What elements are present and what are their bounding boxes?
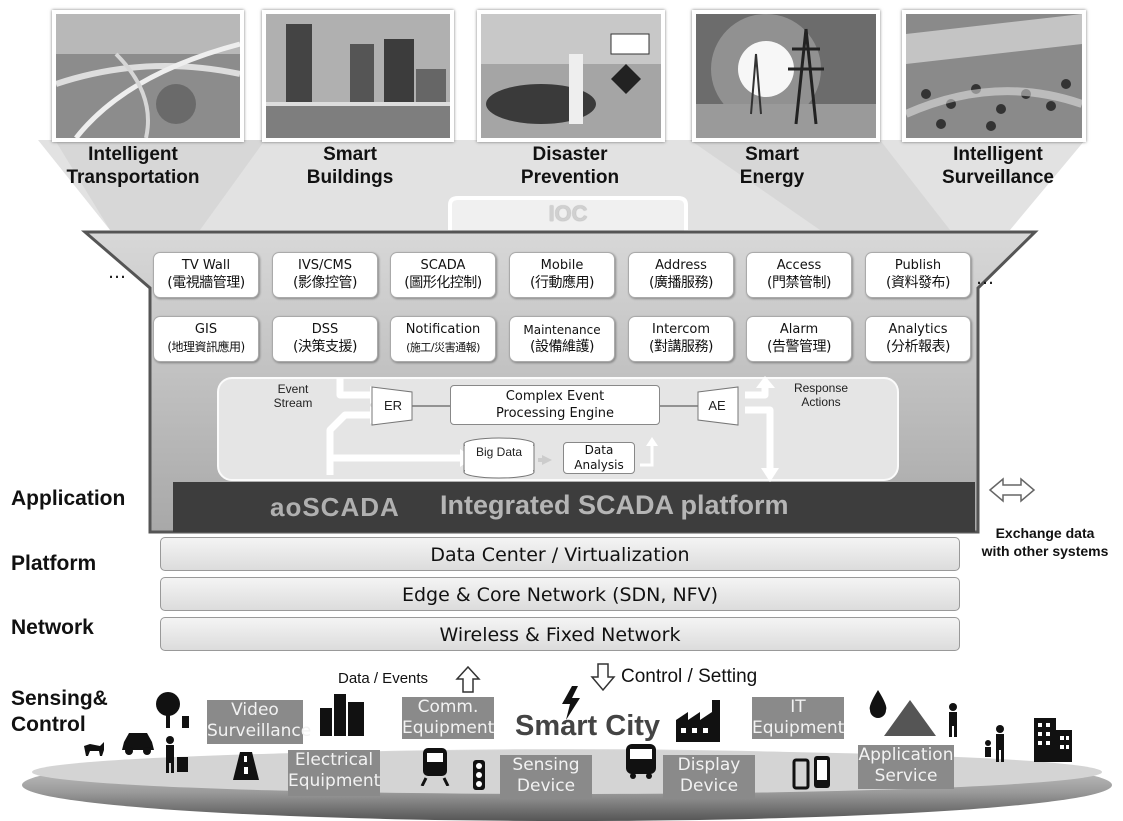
smart-city-label: Smart City: [515, 710, 661, 742]
up-arrow-shape: [455, 665, 481, 693]
traffic-light-icon: [473, 760, 485, 790]
tag-it-equipment: IT Equipment: [752, 697, 845, 739]
tag-application-service: Application Service: [858, 745, 954, 789]
photo-disaster: [477, 10, 665, 142]
response-actions-label: Response Actions: [793, 381, 849, 409]
module-gis[interactable]: GIS(地理資訊應用): [153, 316, 259, 362]
data-analysis-box: Data Analysis: [563, 442, 635, 474]
photo-surveillance: [902, 10, 1086, 142]
ellipsis-right: …: [976, 268, 994, 289]
tag-sensing-device: Sensing Device: [500, 755, 592, 799]
module-alarm[interactable]: Alarm(告警管理): [746, 316, 852, 362]
mountain-icon: [884, 700, 936, 736]
city-skyline-icon: [320, 694, 364, 736]
person-luggage-icon: [166, 736, 188, 773]
data-events-label: Data / Events: [338, 670, 429, 687]
layer-data-center: Data Center / Virtualization: [160, 537, 960, 571]
dog-icon: [84, 742, 104, 756]
module-access[interactable]: Access(門禁管制): [746, 252, 852, 298]
label-application: Application: [11, 487, 126, 510]
bus-icon: [626, 744, 656, 779]
ioc-tab-shape: [448, 196, 688, 232]
person-icon: [949, 703, 957, 737]
buildings-image: [266, 14, 450, 138]
big-data-cylinder: [463, 437, 535, 479]
layer-wireless: Wireless & Fixed Network: [160, 617, 960, 651]
disaster-image: [481, 14, 661, 138]
tag-video-surveillance: Video Surveillance: [207, 700, 311, 744]
module-notification[interactable]: Notification(施工/災害通報): [390, 316, 496, 362]
exchange-arrow-shape: [988, 477, 1036, 503]
control-setting-label: Control / Setting: [621, 666, 758, 687]
factory-icon: [676, 700, 720, 742]
tag-comm-equipment: Comm. Equipment: [402, 697, 495, 739]
aoscada-logo: aoSCADA: [270, 492, 400, 522]
ae-label: AE: [708, 398, 726, 413]
label-platform: Platform: [11, 552, 97, 575]
cep-engine-box: Complex Event Processing Engine: [450, 385, 660, 425]
module-maintenance[interactable]: Maintenance(設備維護): [509, 316, 615, 362]
road-icon: [233, 752, 259, 780]
tag-display-device: Display Device: [663, 755, 755, 799]
label-network: Network: [11, 616, 94, 639]
module-publish[interactable]: Publish(資料發布): [865, 252, 971, 298]
module-intercom[interactable]: Intercom(對講服務): [628, 316, 734, 362]
ellipsis-left: …: [108, 262, 126, 283]
photo-transportation: [52, 10, 244, 142]
train-icon: [420, 748, 450, 786]
car-icon: [122, 733, 154, 755]
photo-buildings: [262, 10, 454, 142]
ioc-label: IOC: [548, 201, 588, 226]
label-sensing: Sensing&Control: [11, 687, 108, 736]
down-arrow-shape: [590, 663, 616, 692]
module-mobile[interactable]: Mobile(行動應用): [509, 252, 615, 298]
photo-energy: [692, 10, 880, 142]
module-tv-wall[interactable]: TV Wall(電視牆管理): [153, 252, 259, 298]
tree-icon: [156, 692, 189, 728]
phone-icon: [792, 756, 830, 790]
highway-image: [56, 14, 240, 138]
lightning-icon: [562, 686, 580, 720]
er-shape: [371, 386, 413, 426]
er-label: ER: [383, 398, 403, 413]
module-ivs-cms[interactable]: IVS/CMS(影像控管): [272, 252, 378, 298]
layer-edge-core: Edge & Core Network (SDN, NFV): [160, 577, 960, 611]
tag-electrical-equipment: Electrical Equipment: [288, 750, 380, 796]
scada-banner-shape: [173, 482, 975, 532]
building-icon: [1034, 718, 1072, 762]
module-analytics[interactable]: Analytics(分析報表): [865, 316, 971, 362]
surveillance-image: [906, 14, 1082, 138]
module-dss[interactable]: DSS(決策支援): [272, 316, 378, 362]
water-drop-icon: [869, 690, 887, 718]
energy-image: [696, 14, 876, 138]
event-stream-label: Event Stream: [273, 382, 313, 410]
ae-shape: [697, 386, 739, 426]
family-icon: [985, 725, 1004, 762]
platform-banner-title: Integrated SCADA platform: [440, 490, 789, 520]
big-data-label: Big Data: [475, 445, 523, 459]
module-address[interactable]: Address(廣播服務): [628, 252, 734, 298]
module-scada[interactable]: SCADA(圖形化控制): [390, 252, 496, 298]
